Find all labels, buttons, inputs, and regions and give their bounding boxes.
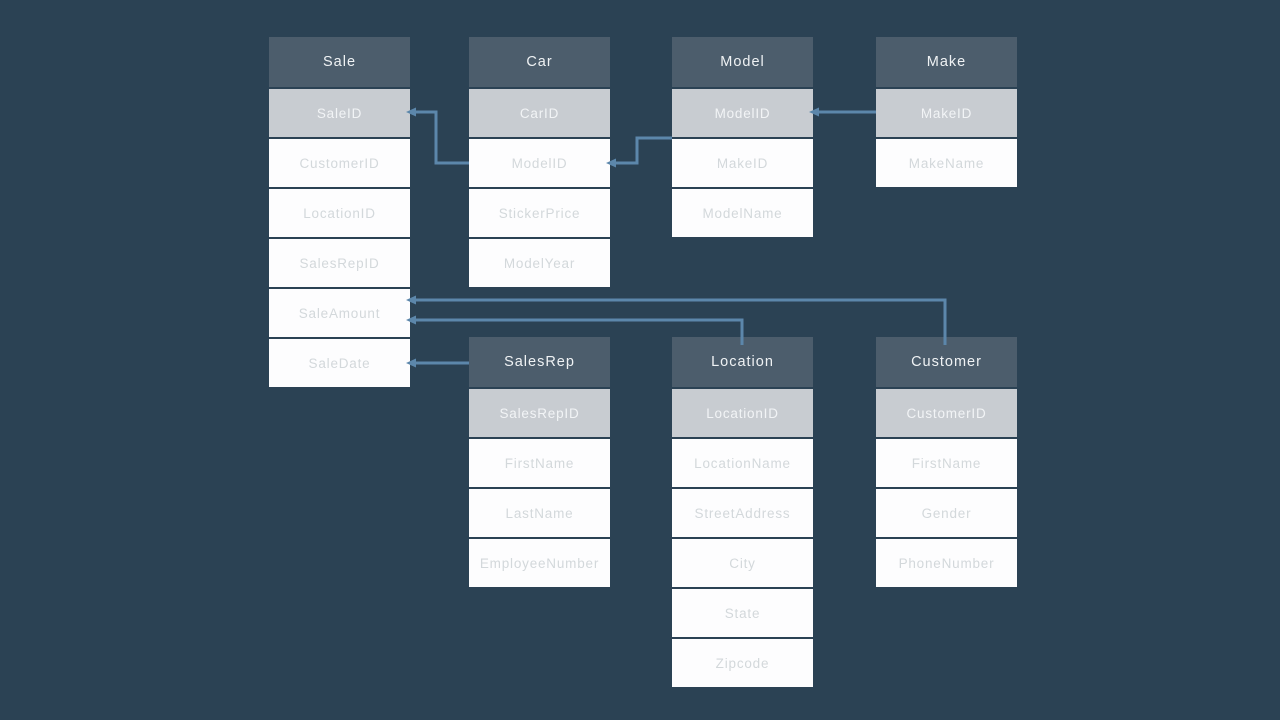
table-salesrep-row-salesrepid: SalesRepID: [469, 389, 610, 437]
table-customer-row-customerid: CustomerID: [876, 389, 1017, 437]
table-customer-row-phonenumber: PhoneNumber: [876, 539, 1017, 587]
table-sale-row-locationid: LocationID: [269, 189, 410, 237]
table-location-row-streetaddress: StreetAddress: [672, 489, 813, 537]
table-make-row-makename: MakeName: [876, 139, 1017, 187]
table-car-row-modelyear: ModelYear: [469, 239, 610, 287]
table-sale-row-saleid: SaleID: [269, 89, 410, 137]
table-location-row-zipcode: Zipcode: [672, 639, 813, 687]
table-car-row-modelid: ModelID: [469, 139, 610, 187]
table-location-title: Location: [672, 337, 813, 387]
table-sale-row-saleamount: SaleAmount: [269, 289, 410, 337]
table-sale-title: Sale: [269, 37, 410, 87]
table-location-row-state: State: [672, 589, 813, 637]
table-location-row-locationname: LocationName: [672, 439, 813, 487]
table-model-row-makeid: MakeID: [672, 139, 813, 187]
table-car-row-carid: CarID: [469, 89, 610, 137]
table-location-row-city: City: [672, 539, 813, 587]
table-customer-title: Customer: [876, 337, 1017, 387]
table-model-title: Model: [672, 37, 813, 87]
connector-car-modelid-to-model: [610, 136, 672, 165]
table-salesrep-title: SalesRep: [469, 337, 610, 387]
table-car-title: Car: [469, 37, 610, 87]
table-model-row-modelid: ModelID: [672, 89, 813, 137]
table-customer-row-gender: Gender: [876, 489, 1017, 537]
table-location-row-locationid: LocationID: [672, 389, 813, 437]
table-sale-row-salesrepid: SalesRepID: [269, 239, 410, 287]
table-make-title: Make: [876, 37, 1017, 87]
table-salesrep-row-lastname: LastName: [469, 489, 610, 537]
table-salesrep-row-firstname: FirstName: [469, 439, 610, 487]
table-customer-row-firstname: FirstName: [876, 439, 1017, 487]
table-make-row-makeid: MakeID: [876, 89, 1017, 137]
table-car-row-stickerprice: StickerPrice: [469, 189, 610, 237]
table-sale-row-customerid: CustomerID: [269, 139, 410, 187]
connector-sale-saleid-to-car: [410, 110, 469, 165]
table-sale-row-saledate: SaleDate: [269, 339, 410, 387]
table-model-row-modelname: ModelName: [672, 189, 813, 237]
table-salesrep-row-employeenumber: EmployeeNumber: [469, 539, 610, 587]
